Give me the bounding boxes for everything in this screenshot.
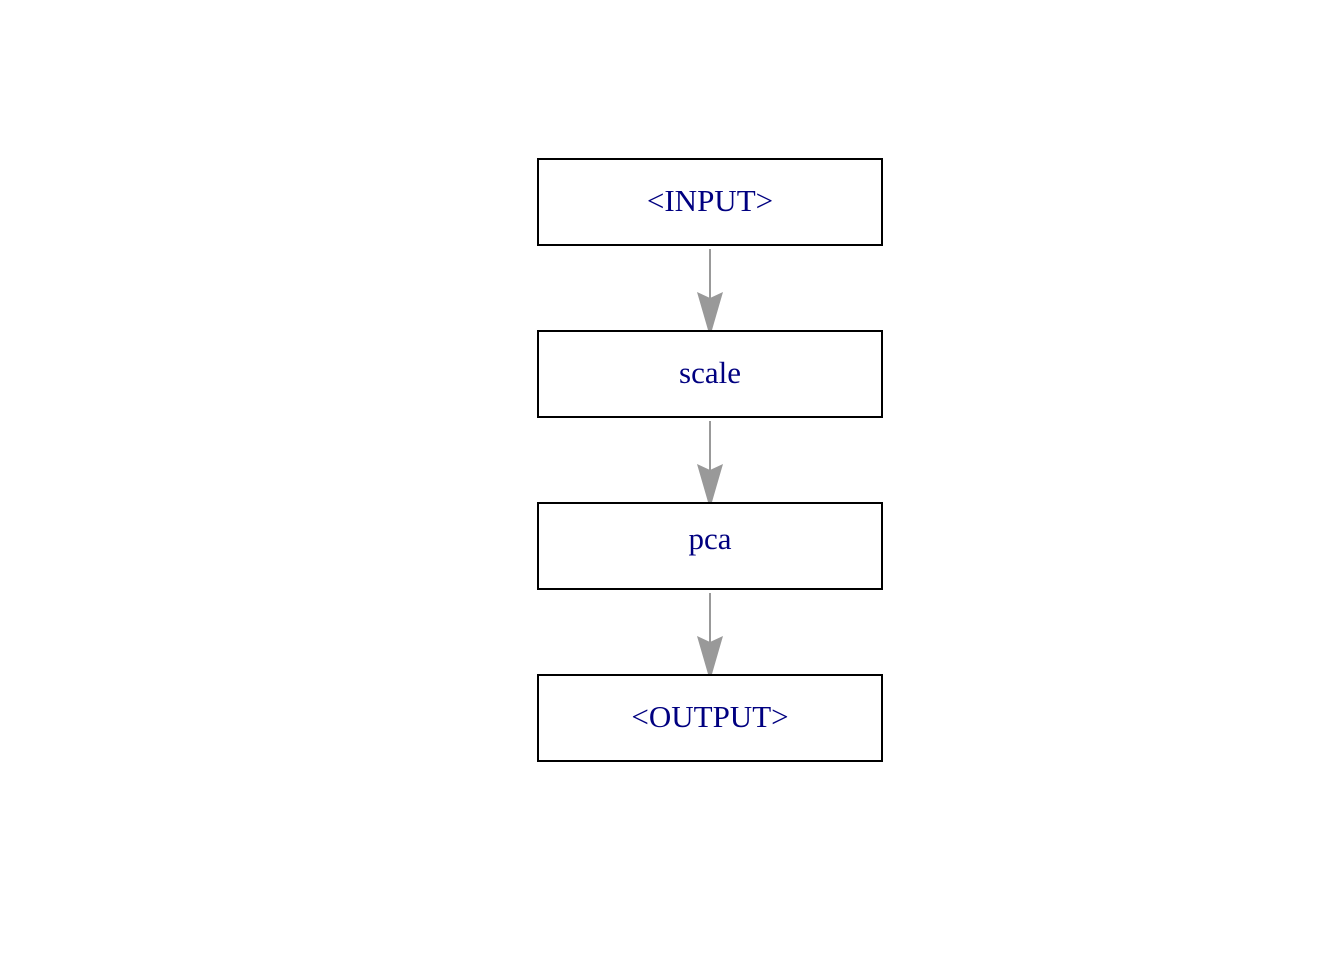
node-box — [537, 330, 883, 418]
edges-layer — [697, 249, 723, 674]
node-label-input: <INPUT> — [647, 183, 773, 218]
edge-scale-to-pca — [697, 421, 723, 502]
arrowhead-icon — [697, 636, 723, 674]
node-input[interactable]: <INPUT> — [537, 158, 883, 246]
edge-input-to-scale — [697, 249, 723, 330]
node-box — [537, 158, 883, 246]
node-label-scale: scale — [679, 355, 741, 390]
node-label-output: <OUTPUT> — [631, 699, 788, 734]
node-label-pca: pca — [688, 521, 731, 556]
node-output[interactable]: <OUTPUT> — [537, 674, 883, 762]
node-scale[interactable]: scale — [537, 330, 883, 418]
node-pca[interactable]: pca — [537, 502, 883, 590]
node-box — [537, 674, 883, 762]
edge-pca-to-output — [697, 593, 723, 674]
node-box — [537, 502, 883, 590]
nodes-layer: <INPUT> scale pca <OUTPUT> — [537, 158, 883, 762]
arrowhead-icon — [697, 292, 723, 330]
arrowhead-icon — [697, 464, 723, 502]
